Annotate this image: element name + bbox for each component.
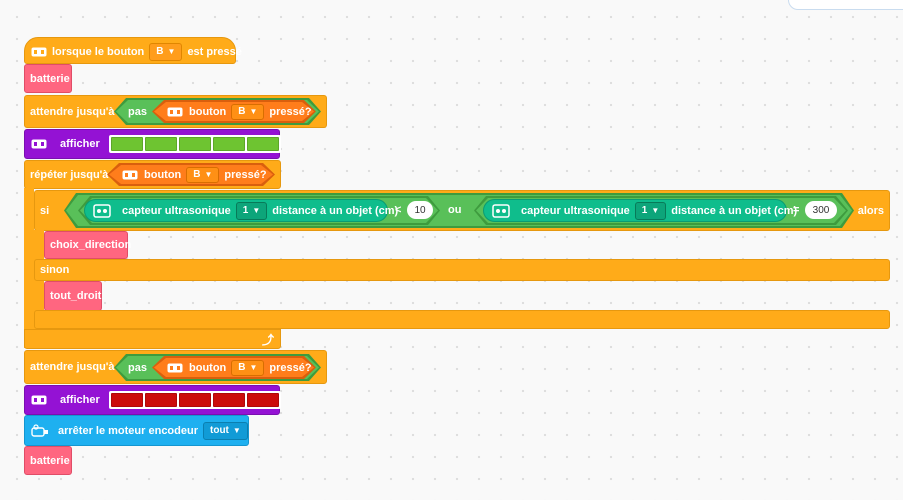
not-label: pas bbox=[128, 361, 147, 374]
distance-label: distance à un objet (cm) bbox=[272, 204, 399, 217]
display-label: afficher bbox=[60, 394, 100, 406]
ultrasonic-distance-reporter[interactable]: capteur ultrasonique 1 ▼ distance à un o… bbox=[84, 199, 398, 222]
display-led-block[interactable]: afficher bbox=[24, 129, 281, 159]
loop-arrow-icon: ⤴ bbox=[261, 332, 274, 347]
pressed-label: pressé? bbox=[224, 168, 267, 181]
microbit-icon bbox=[31, 394, 47, 406]
button-value: B bbox=[193, 169, 201, 180]
led-cell bbox=[144, 137, 177, 151]
ultrasonic-sensor-icon bbox=[93, 203, 111, 218]
hat-label: lorsque le bouton bbox=[52, 45, 145, 58]
button-dropdown[interactable]: B ▼ bbox=[231, 360, 264, 376]
dropdown-arrow-icon: ▼ bbox=[249, 107, 258, 116]
button-dropdown[interactable]: B ▼ bbox=[231, 104, 264, 120]
sensor-port-dropdown[interactable]: 1 ▼ bbox=[634, 201, 667, 220]
distance-threshold-input[interactable]: 10 bbox=[407, 201, 433, 219]
repeat-c-arm bbox=[24, 188, 34, 348]
hat-suffix: est pressé bbox=[187, 45, 242, 58]
motor-label: arrêter le moteur encodeur bbox=[58, 424, 198, 437]
call-label: batterie bbox=[30, 72, 70, 85]
led-pattern-field[interactable] bbox=[108, 135, 281, 153]
call-label: batterie bbox=[30, 454, 70, 467]
dropdown-arrow-icon: ▼ bbox=[167, 47, 176, 56]
encoder-motor-icon bbox=[31, 423, 49, 437]
if-label: si bbox=[40, 204, 50, 217]
button-label: bouton bbox=[189, 361, 227, 374]
sensor-label: capteur ultrasonique bbox=[521, 204, 630, 217]
dropdown-arrow-icon: ▼ bbox=[232, 426, 241, 435]
wait-label: attendre jusqu'à bbox=[30, 361, 115, 373]
call-tout-droit-block[interactable]: tout_droit bbox=[44, 281, 102, 311]
microbit-icon bbox=[166, 106, 184, 118]
sensor-port-value: 1 bbox=[641, 205, 648, 216]
microbit-icon bbox=[166, 362, 184, 374]
button-dropdown[interactable]: B ▼ bbox=[186, 167, 219, 183]
call-batterie-block[interactable]: batterie bbox=[24, 64, 72, 93]
ultrasonic-sensor-icon bbox=[492, 203, 510, 218]
led-cell bbox=[246, 137, 279, 151]
led-cell bbox=[178, 393, 211, 407]
led-cell bbox=[144, 393, 177, 407]
button-value: B bbox=[238, 106, 246, 117]
wait-label: attendre jusqu'à bbox=[30, 105, 115, 118]
distance-label: distance à un objet (cm) bbox=[671, 204, 798, 217]
led-cell bbox=[110, 393, 143, 407]
pressed-label: pressé? bbox=[269, 361, 312, 374]
microbit-icon bbox=[31, 138, 47, 150]
button-pressed-reporter[interactable]: bouton B ▼ pressé? bbox=[154, 102, 314, 121]
dropdown-arrow-icon: ▼ bbox=[204, 170, 213, 179]
led-cell bbox=[212, 137, 245, 151]
repeat-bottom: ⤴ bbox=[24, 329, 281, 349]
sensor-port-value: 1 bbox=[242, 205, 249, 216]
display-label: afficher bbox=[60, 138, 100, 150]
button-value: B bbox=[156, 46, 164, 57]
sensor-port-dropdown[interactable]: 1 ▼ bbox=[235, 201, 268, 220]
else-section: sinon bbox=[34, 259, 890, 281]
dropdown-arrow-icon: ▼ bbox=[249, 363, 258, 372]
pressed-label: pressé? bbox=[269, 105, 312, 118]
led-pattern-field[interactable] bbox=[108, 391, 281, 409]
sensor-label: capteur ultrasonique bbox=[122, 204, 231, 217]
button-label: bouton bbox=[189, 105, 227, 118]
dropdown-arrow-icon: ▼ bbox=[651, 206, 660, 215]
top-panel-edge bbox=[788, 0, 903, 10]
button-dropdown[interactable]: B ▼ bbox=[149, 42, 183, 61]
call-choix-direction-block[interactable]: choix_direction bbox=[44, 231, 132, 259]
microbit-icon bbox=[31, 46, 47, 58]
call-label: choix_direction bbox=[50, 239, 132, 251]
led-cell bbox=[110, 137, 143, 151]
stop-encoder-motor-block[interactable]: arrêter le moteur encodeur tout ▼ bbox=[24, 415, 249, 446]
button-pressed-reporter[interactable]: bouton B ▼ pressé? bbox=[154, 358, 314, 377]
or-label: ou bbox=[448, 204, 462, 216]
led-cell bbox=[246, 393, 279, 407]
microbit-icon bbox=[121, 169, 139, 181]
if-else-bottom bbox=[34, 310, 890, 329]
button-pressed-reporter[interactable]: bouton B ▼ pressé? bbox=[109, 165, 273, 184]
display-led-block[interactable]: afficher bbox=[24, 385, 281, 415]
motor-dropdown[interactable]: tout ▼ bbox=[203, 421, 248, 440]
led-cell bbox=[212, 393, 245, 407]
not-label: pas bbox=[128, 105, 147, 118]
then-label: alors bbox=[857, 204, 884, 217]
distance-value-input[interactable]: 300 bbox=[805, 201, 837, 219]
call-batterie-block[interactable]: batterie bbox=[24, 446, 72, 475]
button-value: B bbox=[238, 362, 246, 373]
repeat-label: répéter jusqu'à bbox=[30, 168, 109, 181]
less-than-symbol: < bbox=[395, 204, 402, 216]
else-label: sinon bbox=[40, 264, 70, 276]
call-label: tout_droit bbox=[50, 290, 102, 302]
ultrasonic-distance-reporter[interactable]: capteur ultrasonique 1 ▼ distance à un o… bbox=[483, 199, 797, 222]
equals-symbol: = bbox=[793, 204, 800, 216]
dropdown-arrow-icon: ▼ bbox=[252, 206, 261, 215]
led-cell bbox=[178, 137, 211, 151]
hat-block-button-pressed[interactable]: lorsque le bouton B ▼ est pressé bbox=[24, 37, 242, 64]
button-label: bouton bbox=[144, 168, 182, 181]
motor-option-value: tout bbox=[210, 425, 229, 436]
